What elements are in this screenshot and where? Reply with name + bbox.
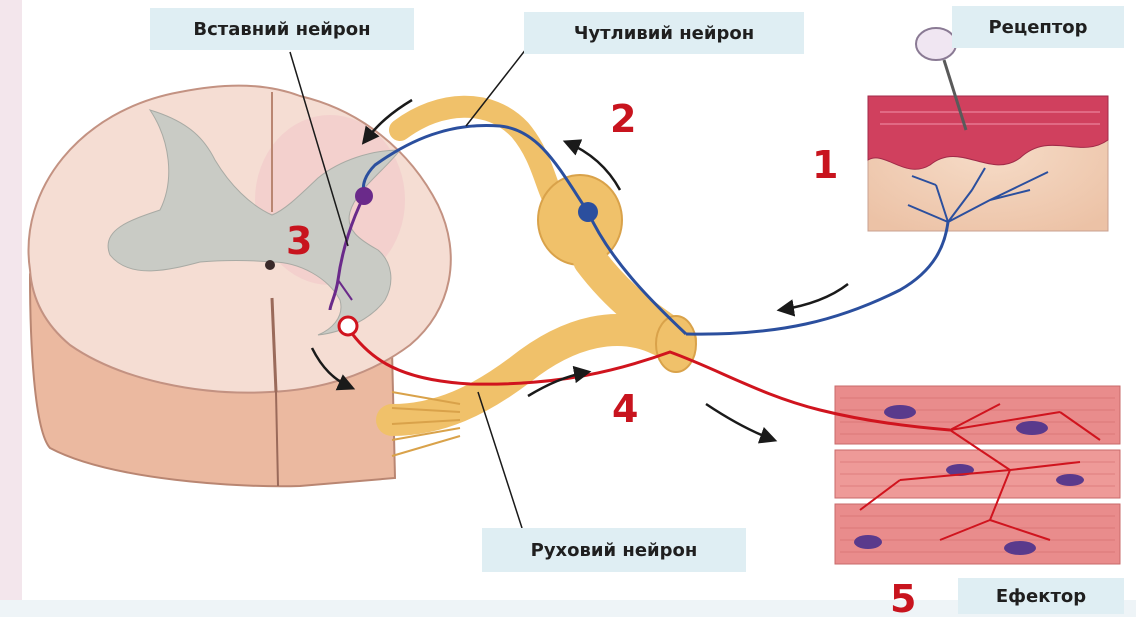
motor-neuron-label: Руховий нейрон (482, 528, 746, 572)
interneuron-cell-body (355, 187, 373, 205)
page-edge-left (0, 0, 22, 617)
muscle-nucleus (1016, 421, 1048, 435)
step-number-5: 5 (890, 580, 916, 618)
muscle-nucleus (1056, 474, 1084, 486)
motor-leader (478, 392, 522, 528)
arrow-icon (780, 284, 848, 310)
sensory-axon-peripheral (686, 222, 948, 334)
step-number-4: 4 (612, 390, 638, 428)
motor-cell-body (339, 317, 357, 335)
muscle-effector (835, 386, 1120, 564)
receptor-label: Рецептор (952, 6, 1124, 48)
muscle-fiber-3 (835, 504, 1120, 564)
muscle-nucleus (1004, 541, 1036, 555)
step-number-2: 2 (610, 100, 636, 138)
central-canal (265, 260, 275, 270)
arrow-icon (706, 404, 774, 440)
step-number-1: 1 (812, 146, 838, 184)
muscle-nucleus (884, 405, 916, 419)
sensory-neuron-label: Чутливий нейрон (524, 12, 804, 54)
step-number-3: 3 (286, 222, 312, 260)
effector-label: Ефектор (958, 578, 1124, 614)
sensory-cell-body (578, 202, 598, 222)
interneuron-label: Вставний нейрон (150, 8, 414, 50)
pin-head-icon (916, 28, 956, 60)
muscle-nucleus (854, 535, 882, 549)
